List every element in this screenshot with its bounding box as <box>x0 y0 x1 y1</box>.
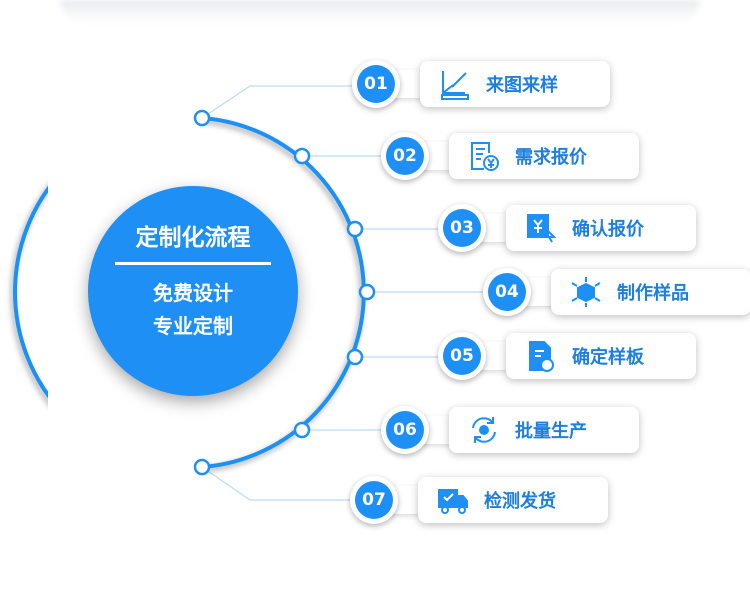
drawing-ruler-icon <box>441 71 469 100</box>
step-number: 05 <box>443 337 481 375</box>
top-shadow-bar <box>60 0 700 22</box>
step-card: 确定样板 <box>506 333 696 379</box>
center-line2: 专业定制 <box>153 314 233 338</box>
step-label: 需求报价 <box>515 147 587 168</box>
left-arc <box>13 185 48 399</box>
step-badge: 07 <box>350 476 398 524</box>
cube-network-icon <box>571 277 601 307</box>
arc-node <box>293 421 311 439</box>
arc-node <box>293 147 311 165</box>
step-card: 确认报价 <box>506 205 696 251</box>
step-label: 批量生产 <box>515 421 587 442</box>
step-label: 确认报价 <box>572 219 644 240</box>
yen-cursor-icon <box>527 214 557 243</box>
step-badge: 06 <box>381 406 429 454</box>
step-badge: 02 <box>381 132 429 180</box>
step-label: 来图来样 <box>486 75 558 96</box>
delivery-truck-icon <box>438 489 468 514</box>
document-yen-icon <box>471 142 499 171</box>
step-card: 来图来样 <box>420 61 610 107</box>
step-card: 需求报价 <box>449 133 639 179</box>
arc-node <box>358 283 376 301</box>
arc-node <box>346 348 364 366</box>
step-number: 06 <box>386 411 424 449</box>
step-label: 确定样板 <box>572 347 644 368</box>
center-circle: 定制化流程 免费设计 专业定制 <box>88 186 298 396</box>
gear-cycle-icon <box>472 417 496 443</box>
step-badge: 01 <box>352 60 400 108</box>
step-card: 批量生产 <box>449 407 639 453</box>
step-label: 制作样品 <box>617 283 689 304</box>
arc-node <box>193 458 211 476</box>
step-badge: 04 <box>483 268 531 316</box>
step-badge: 05 <box>438 332 486 380</box>
document-check-icon <box>529 341 554 372</box>
center-divider <box>115 262 271 265</box>
arc-node <box>346 220 364 238</box>
arc-node <box>193 109 211 127</box>
step-number: 01 <box>357 65 395 103</box>
step-badge: 03 <box>438 204 486 252</box>
step-number: 04 <box>488 273 526 311</box>
step-label: 检测发货 <box>484 491 556 512</box>
step-number: 07 <box>355 481 393 519</box>
center-line1: 免费设计 <box>153 281 233 305</box>
step-card: 制作样品 <box>551 269 750 315</box>
step-card: 检测发货 <box>418 477 608 523</box>
step-number: 03 <box>443 209 481 247</box>
center-title: 定制化流程 <box>135 225 251 251</box>
step-number: 02 <box>386 137 424 175</box>
